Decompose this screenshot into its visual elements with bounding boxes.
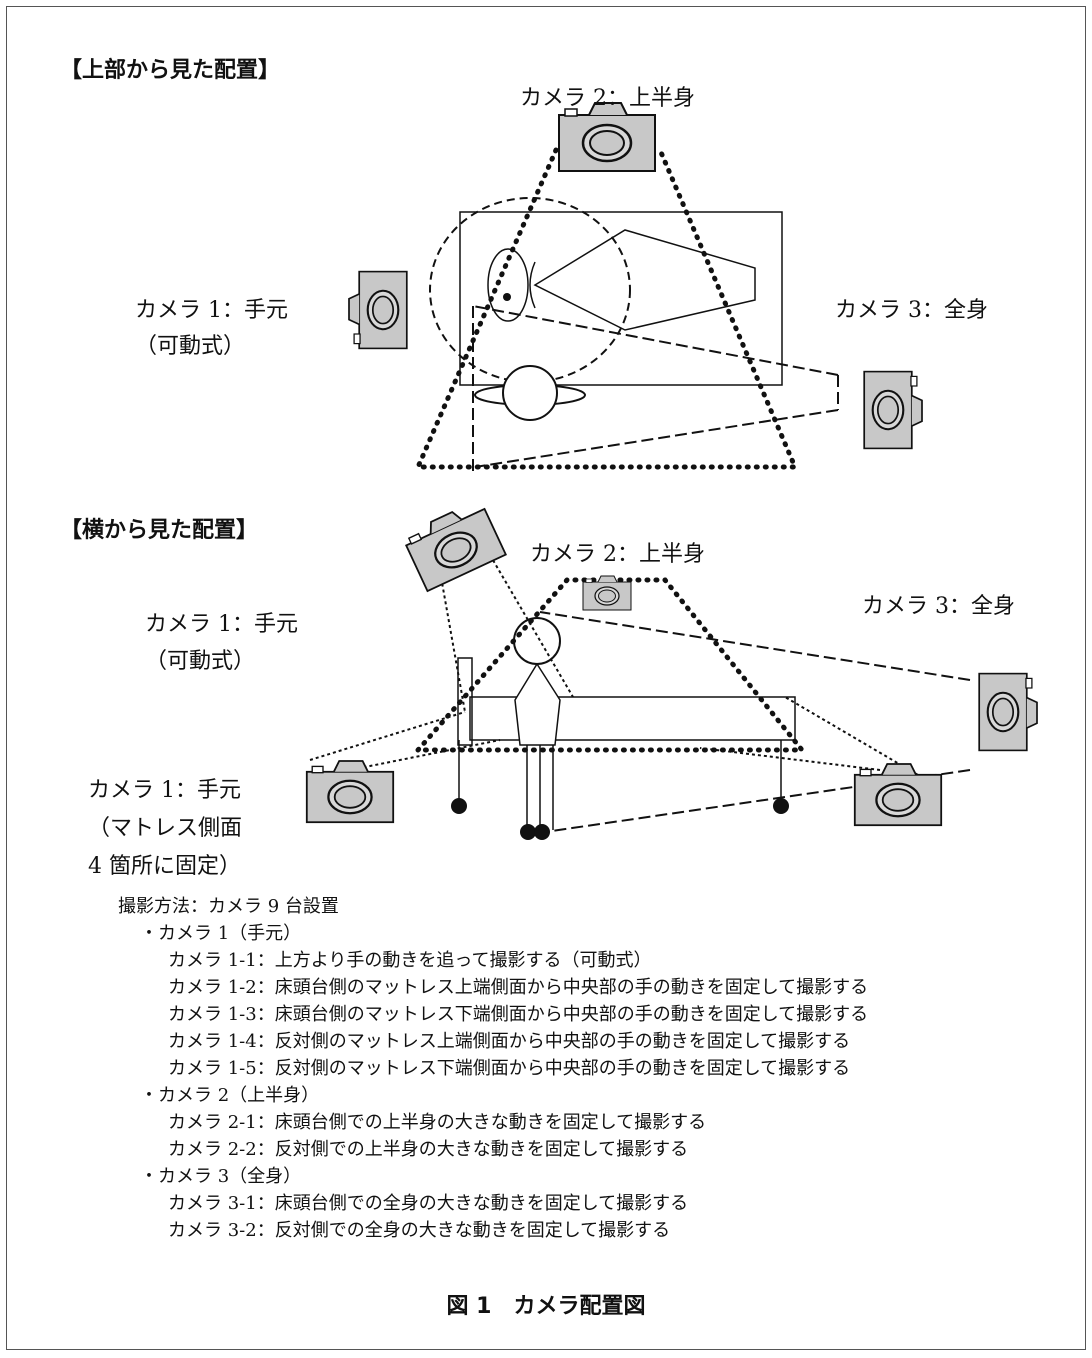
- side-view-camera1-label: カメラ 1：手元: [145, 612, 298, 637]
- figure-frame: [6, 6, 1086, 1350]
- method-item: カメラ 2-2：反対側での上半身の大きな動きを固定して撮影する: [168, 1139, 689, 1160]
- top-view-camera3-label: カメラ 3：全身: [835, 298, 988, 323]
- bed-outline: [459, 211, 783, 386]
- method-item: カメラ 1-5：反対側のマットレス下端側面から中央部の手の動きを固定して撮影する: [168, 1058, 851, 1079]
- top-view-heading: 【上部から見た配置】: [60, 58, 281, 83]
- person-head-icon: [502, 365, 558, 421]
- method-item: カメラ 3-1：床頭台側での全身の大きな動きを固定して撮影する: [168, 1193, 689, 1214]
- side-view-camera2-label: カメラ 2：上半身: [530, 542, 705, 567]
- method-group-label: ・カメラ 1（手元）: [140, 923, 302, 944]
- method-item: カメラ 2-1：床頭台側での上半身の大きな動きを固定して撮影する: [168, 1112, 707, 1133]
- hand-oval: [487, 248, 529, 322]
- figure-caption: 図 1 カメラ配置図: [446, 1294, 646, 1319]
- method-item: カメラ 1-4：反対側のマットレス上端側面から中央部の手の動きを固定して撮影する: [168, 1031, 851, 1052]
- method-item: カメラ 1-1：上方より手の動きを追って撮影する（可動式）: [168, 950, 652, 971]
- method-item: カメラ 1-2：床頭台側のマットレス上端側面から中央部の手の動きを固定して撮影す…: [168, 977, 869, 998]
- mattress-outline: [469, 696, 796, 741]
- method-group-label: ・カメラ 2（上半身）: [140, 1085, 320, 1106]
- mattress-leg-icon: [773, 798, 789, 814]
- side-view-fixed-camera1-label: カメラ 1：手元: [88, 778, 241, 803]
- top-view-camera1-label: カメラ 1：手元: [135, 298, 288, 323]
- shooting-method-list: 撮影方法：カメラ 9 台設置 ・カメラ 1（手元） カメラ 1-1：上方より手の…: [118, 893, 868, 1244]
- method-item: カメラ 3-2：反対側での全身の大きな動きを固定して撮影する: [168, 1220, 671, 1241]
- side-view-fixed-camera1-line2: （マトレス側面: [88, 816, 243, 841]
- side-view-fixed-camera1-line3: 4 箇所に固定）: [88, 854, 241, 879]
- method-group-label: ・カメラ 3（全身）: [140, 1166, 302, 1187]
- method-item: カメラ 1-3：床頭台側のマットレス下端側面から中央部の手の動きを固定して撮影す…: [168, 1004, 869, 1025]
- side-view-diagram: [305, 497, 1039, 840]
- top-view-camera2-label: カメラ 2：上半身: [520, 86, 695, 111]
- person-head-icon: [513, 617, 561, 665]
- side-view-heading: 【横から見た配置】: [60, 518, 259, 543]
- top-view-camera1-sub-label: （可動式）: [135, 334, 246, 359]
- side-view-camera3-label: カメラ 3：全身: [862, 594, 1015, 619]
- mattress-leg-icon: [451, 798, 467, 814]
- method-title: 撮影方法：カメラ 9 台設置: [118, 896, 339, 917]
- side-view-camera1-sub-label: （可動式）: [145, 649, 256, 674]
- top-view-diagram: [347, 101, 924, 475]
